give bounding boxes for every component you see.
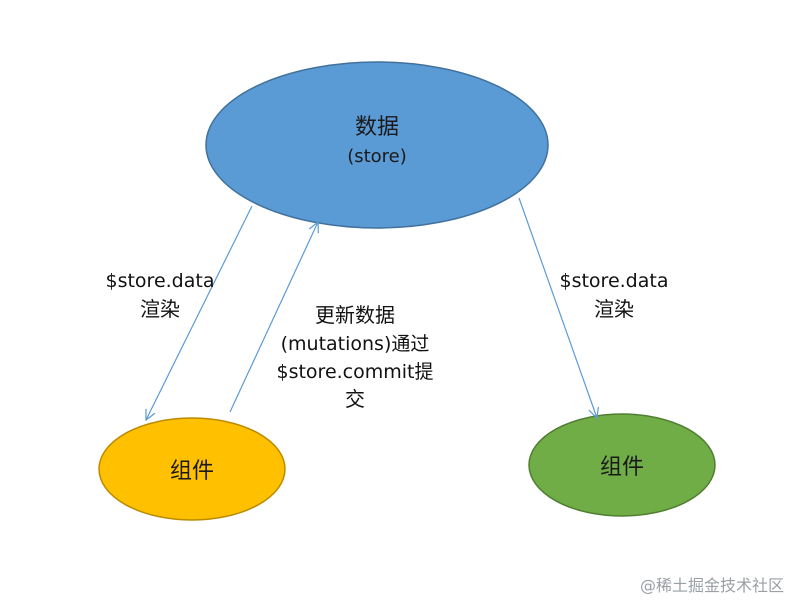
commit-label-line3: $store.commit提 bbox=[276, 361, 433, 383]
commit-arrow bbox=[229, 222, 318, 413]
render-right-label-line2: 渲染 bbox=[594, 297, 634, 321]
left-component-node: 组件 bbox=[98, 417, 286, 521]
right-component-ellipse bbox=[528, 413, 716, 517]
commit-label-line2: (mutations)通过 bbox=[281, 333, 430, 355]
left-component-title: 组件 bbox=[170, 459, 214, 484]
render-left-label-line1: $store.data bbox=[106, 270, 215, 292]
commit-label-line4: 交 bbox=[345, 387, 365, 411]
store-node: 数据 (store) bbox=[205, 61, 549, 229]
render-right-label-line1: $store.data bbox=[560, 270, 669, 292]
store-title: 数据 bbox=[355, 115, 399, 140]
store-ellipse bbox=[205, 61, 549, 229]
left-component-ellipse bbox=[98, 417, 286, 521]
right-component-node: 组件 bbox=[528, 413, 716, 517]
render-right-label: $store.data 渲染 bbox=[560, 270, 669, 321]
render-left-arrow bbox=[146, 205, 253, 420]
render-left-label-line2: 渲染 bbox=[140, 297, 180, 321]
commit-label: 更新数据 (mutations)通过 $store.commit提 交 bbox=[276, 303, 433, 411]
render-left-label: $store.data 渲染 bbox=[106, 270, 215, 321]
right-component-title: 组件 bbox=[600, 455, 644, 480]
watermark-text: @稀土掘金技术社区 bbox=[640, 576, 784, 595]
render-right-arrow bbox=[518, 197, 597, 418]
commit-label-line1: 更新数据 bbox=[315, 303, 395, 327]
store-subtitle: (store) bbox=[347, 146, 407, 167]
